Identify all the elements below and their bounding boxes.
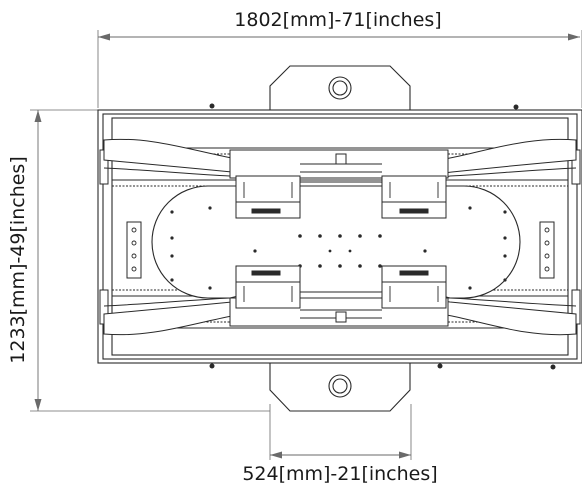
height-dimension: [30, 109, 270, 412]
frame-studs: [209, 103, 556, 370]
plate-width-dimension: [269, 404, 412, 460]
upper-carriage: [229, 149, 449, 219]
end-block-holes: [131, 227, 550, 272]
bottom-mounting-plate: [269, 361, 411, 412]
plate-holes: [170, 206, 507, 290]
width-dimension: [97, 30, 582, 108]
top-mounting-plate: [269, 65, 411, 113]
lower-carriage: [229, 265, 449, 327]
overall-height-label: 1233[mm]-49[inches]: [7, 156, 29, 363]
plate-width-label: 524[mm]-21[inches]: [242, 463, 437, 485]
oval-base-plate: [151, 185, 521, 299]
overall-width-label: 1802[mm]-71[inches]: [234, 9, 441, 31]
carriage-details: [243, 149, 439, 327]
end-blocks: [126, 221, 555, 279]
